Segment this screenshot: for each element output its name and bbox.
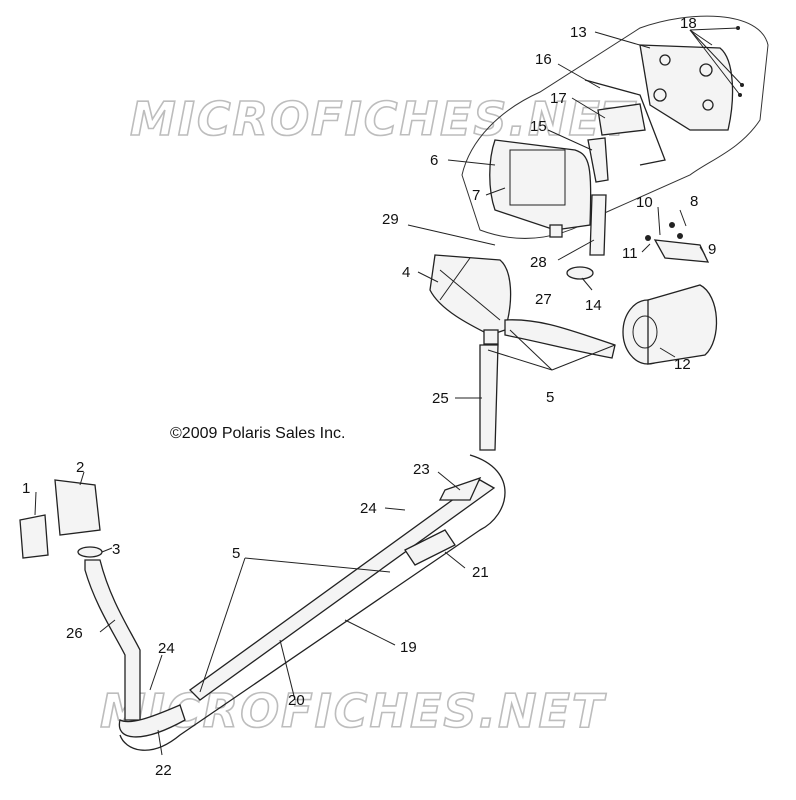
callout-24-upper: 24 — [360, 500, 377, 517]
foam-pad — [597, 103, 646, 136]
callout-11: 11 — [622, 245, 638, 262]
callout-24-lower: 24 — [158, 640, 175, 657]
elbow — [587, 137, 609, 183]
connector-21 — [404, 529, 456, 566]
callout-5-lower: 5 — [232, 545, 240, 562]
callout-18: 18 — [680, 15, 697, 32]
foam-1 — [19, 514, 49, 559]
callout-3: 3 — [112, 541, 120, 558]
bracket — [653, 239, 710, 263]
callout-1: 1 — [22, 480, 30, 497]
callout-2: 2 — [76, 459, 84, 476]
watermark-top: MICROFICHES.NET — [130, 92, 637, 146]
callout-28: 28 — [530, 254, 547, 271]
inlet-box — [54, 479, 101, 536]
bracket-23 — [438, 476, 482, 501]
callout-22: 22 — [155, 762, 172, 779]
clamp-3 — [77, 546, 103, 558]
airbox — [429, 254, 512, 345]
screws — [689, 26, 744, 97]
watermark-bottom: MICROFICHES.NET — [100, 684, 607, 738]
tube-26 — [84, 559, 141, 721]
callout-20: 20 — [288, 692, 305, 709]
callout-10: 10 — [636, 194, 653, 211]
callout-19: 19 — [400, 639, 417, 656]
mounting-plate — [639, 44, 734, 131]
tube-25 — [479, 344, 499, 451]
callout-26: 26 — [66, 625, 83, 642]
air-filter — [622, 284, 718, 365]
filter-box — [489, 139, 592, 238]
callout-25: 25 — [432, 390, 449, 407]
leader-lines — [34, 31, 706, 756]
callout-15: 15 — [530, 118, 547, 135]
elbow-22 — [118, 704, 186, 738]
callout-5-upper: 5 — [546, 389, 554, 406]
callout-14: 14 — [585, 297, 602, 314]
gasket — [584, 79, 666, 166]
duct-19 — [119, 454, 506, 751]
callout-13: 13 — [570, 24, 587, 41]
callout-6: 6 — [430, 152, 438, 169]
hose-20 — [189, 479, 496, 701]
callout-23: 23 — [413, 461, 430, 478]
callout-4: 4 — [402, 264, 410, 281]
callout-29: 29 — [382, 211, 399, 228]
callout-16: 16 — [535, 51, 552, 68]
callout-9: 9 — [708, 241, 716, 258]
hose-27 — [504, 319, 616, 359]
callout-7: 7 — [472, 187, 480, 204]
callout-21: 21 — [472, 564, 489, 581]
tube-28 — [589, 194, 607, 256]
callout-17: 17 — [550, 90, 567, 107]
callout-27: 27 — [535, 291, 552, 308]
callout-8: 8 — [690, 193, 698, 210]
copyright-text: ©2009 Polaris Sales Inc. — [170, 425, 345, 442]
clamp-14 — [566, 266, 594, 280]
callout-12: 12 — [674, 356, 691, 373]
bolt-29 — [407, 224, 496, 246]
